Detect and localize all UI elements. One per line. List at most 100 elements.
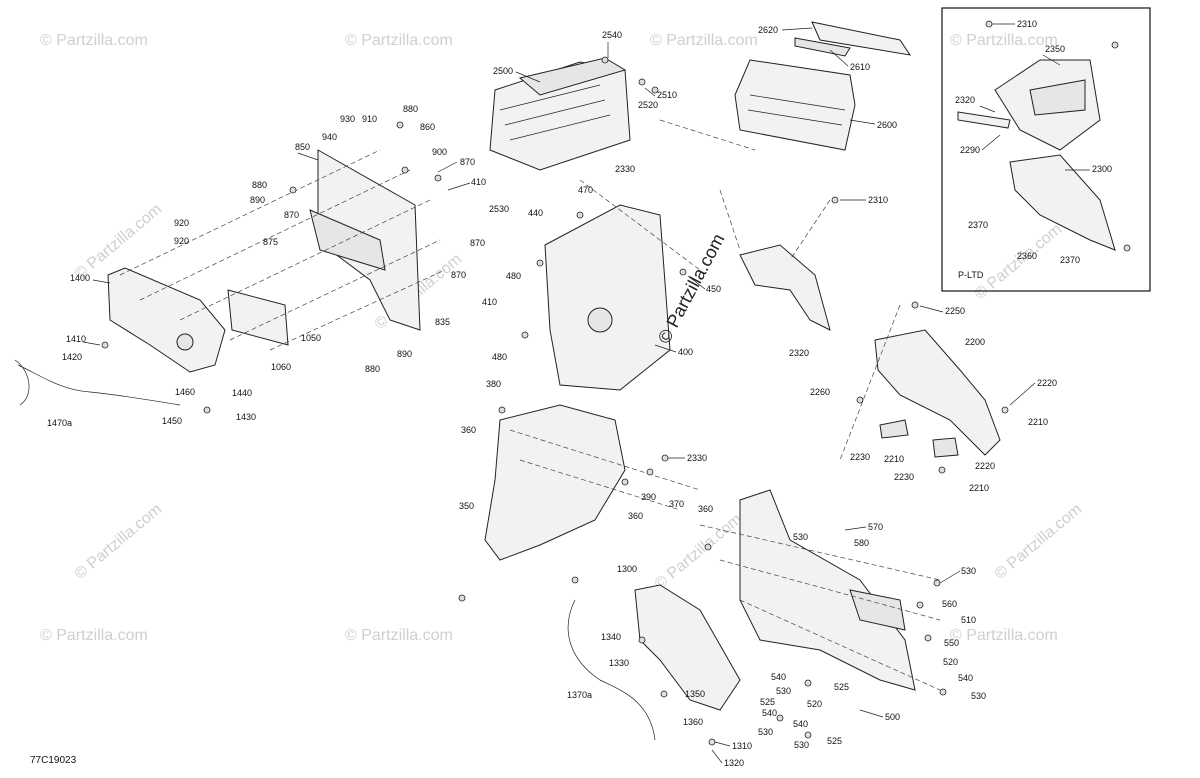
part-2350-cover — [957, 59, 1101, 151]
callout-2530: 2530 — [489, 204, 509, 214]
callout-1440: 1440 — [232, 388, 252, 398]
watermark: © Partzilla.com — [40, 627, 148, 644]
inset-label: P-LTD — [958, 270, 984, 280]
callout-530-b: 530 — [961, 566, 976, 576]
watermark: © Partzilla.com — [950, 32, 1058, 49]
callout-labels: 2540 2500 2510 2520 2620 2610 2600 2310 … — [47, 19, 1112, 768]
callout-2230-b: 2230 — [894, 472, 914, 482]
callout-2310: 2310 — [868, 195, 888, 205]
callout-930: 930 — [340, 114, 355, 124]
watermark: © Partzilla.com — [72, 501, 166, 583]
callout-880-top: 880 — [403, 104, 418, 114]
callout-580: 580 — [854, 538, 869, 548]
leader-lines — [82, 23, 1090, 764]
callout-870-c: 870 — [470, 238, 485, 248]
callout-540-b: 540 — [771, 672, 786, 682]
callout-540-d: 540 — [793, 719, 808, 729]
callout-880-left: 880 — [252, 180, 267, 190]
callout-870-a: 870 — [460, 157, 475, 167]
callout-450: 450 — [706, 284, 721, 294]
watermark: © Partzilla.com — [40, 32, 148, 49]
callout-2370-inset-a: 2370 — [968, 220, 988, 230]
callout-2350: 2350 — [1045, 44, 1065, 54]
callout-835: 835 — [435, 317, 450, 327]
callout-2220-a: 2220 — [1037, 378, 1057, 388]
callout-2320-inset: 2320 — [955, 95, 975, 105]
callout-910: 910 — [362, 114, 377, 124]
callout-440: 440 — [528, 208, 543, 218]
callout-530-d: 530 — [776, 686, 791, 696]
callout-890-a: 890 — [250, 195, 265, 205]
callout-1420: 1420 — [62, 352, 82, 362]
callout-530-c: 530 — [971, 691, 986, 701]
callout-2260: 2260 — [810, 387, 830, 397]
callout-2330-b: 2330 — [687, 453, 707, 463]
callout-940: 940 — [322, 132, 337, 142]
watermark: © Partzilla.com — [650, 32, 758, 49]
callout-1320: 1320 — [724, 758, 744, 768]
part-2200-panel — [874, 329, 1001, 458]
part-1470a-rod — [14, 359, 181, 406]
callout-1340: 1340 — [601, 632, 621, 642]
callout-1330: 1330 — [609, 658, 629, 668]
assembly-lines — [119, 119, 941, 691]
callout-470: 470 — [578, 185, 593, 195]
callout-2290: 2290 — [960, 145, 980, 155]
part-350-bracket — [484, 404, 626, 561]
callout-2330-a: 2330 — [615, 164, 635, 174]
watermark: © Partzilla.com — [345, 627, 453, 644]
callout-1050: 1050 — [301, 333, 321, 343]
callout-2210-a: 2210 — [1028, 417, 1048, 427]
callout-920-a: 920 — [174, 218, 189, 228]
callout-410-b: 410 — [482, 297, 497, 307]
watermark: © Partzilla.com — [652, 511, 746, 593]
callout-530-f: 530 — [794, 740, 809, 750]
callout-525-b: 525 — [760, 697, 775, 707]
callout-2540: 2540 — [602, 30, 622, 40]
callout-570: 570 — [868, 522, 883, 532]
callout-560: 560 — [942, 599, 957, 609]
callout-1350: 1350 — [685, 689, 705, 699]
callout-880-low: 880 — [365, 364, 380, 374]
callout-1370a: 1370a — [567, 690, 592, 700]
callout-410-a: 410 — [471, 177, 486, 187]
part-2600-console — [734, 59, 856, 151]
part-2620-bar — [794, 21, 912, 57]
watermark: © Partzilla.com — [950, 627, 1058, 644]
callout-520-a: 520 — [943, 657, 958, 667]
diagram-code: 77C19023 — [30, 755, 77, 766]
watermark: © Partzilla.com — [992, 501, 1086, 583]
callout-370: 370 — [669, 499, 684, 509]
callout-540-a: 540 — [958, 673, 973, 683]
part-2320-fender — [739, 244, 831, 331]
part-850-bracket — [309, 149, 421, 331]
part-2500-box — [489, 57, 631, 171]
callout-870-d: 870 — [451, 270, 466, 280]
callout-1450: 1450 — [162, 416, 182, 426]
callout-500: 500 — [885, 712, 900, 722]
callout-2210-c: 2210 — [969, 483, 989, 493]
callout-1300: 1300 — [617, 564, 637, 574]
callout-2520: 2520 — [638, 100, 658, 110]
callout-2300: 2300 — [1092, 164, 1112, 174]
callout-480-a: 480 — [506, 271, 521, 281]
callout-2310-inset: 2310 — [1017, 19, 1037, 29]
watermark: © Partzilla.com — [345, 32, 453, 49]
callout-520-b: 520 — [807, 699, 822, 709]
callout-850: 850 — [295, 142, 310, 152]
callout-1060: 1060 — [271, 362, 291, 372]
callout-390: 390 — [641, 492, 656, 502]
callout-2370-inset-b: 2370 — [1060, 255, 1080, 265]
callout-510: 510 — [961, 615, 976, 625]
part-2300-guard — [1009, 154, 1116, 251]
callout-890-b: 890 — [397, 349, 412, 359]
callout-360-c: 360 — [698, 504, 713, 514]
part-1050-plate — [227, 289, 289, 346]
callout-1470a: 1470a — [47, 418, 72, 428]
callout-525-a: 525 — [834, 682, 849, 692]
callout-2510: 2510 — [657, 90, 677, 100]
callout-360-b: 360 — [628, 511, 643, 521]
callout-2200: 2200 — [965, 337, 985, 347]
callout-860: 860 — [420, 122, 435, 132]
callout-540-c: 540 — [762, 708, 777, 718]
